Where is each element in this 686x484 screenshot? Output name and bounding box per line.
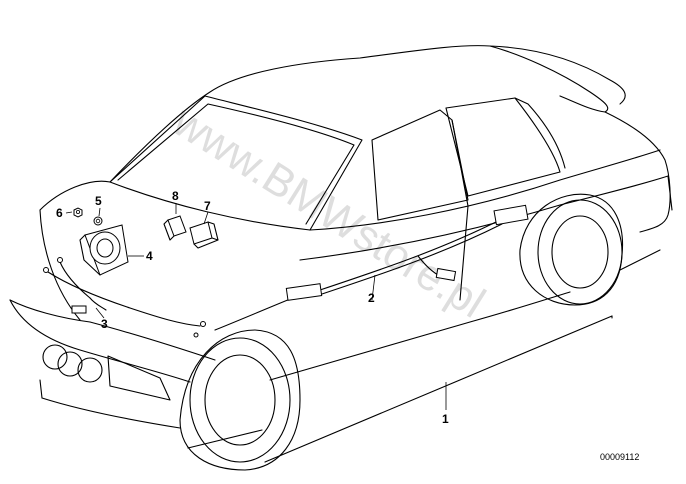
callout-5: 5 [95,194,102,208]
callout-3: 3 [101,317,108,331]
car-outline [9,45,673,463]
part-2-wiring-harness [285,204,529,301]
callout-6: 6 [56,206,63,220]
catalog-code: 00009112 [600,452,639,462]
front-wheel [179,329,301,471]
part-8-bracket [163,215,187,241]
callout-1: 1 [442,412,449,426]
callout-8: 8 [172,189,179,203]
rear-wheel [519,193,624,306]
callout-7: 7 [204,199,211,213]
part-3-front-harness [43,257,206,338]
part-4-speaker [79,224,129,276]
headlights [42,344,171,401]
callout-4: 4 [146,249,153,263]
callout-2: 2 [368,291,375,305]
part-5-nut [93,216,103,226]
watermark-text: www.BMWstore.pl [164,96,494,327]
part-7-module [189,221,219,249]
part-6-nut [73,207,83,218]
leader-lines [65,203,447,410]
